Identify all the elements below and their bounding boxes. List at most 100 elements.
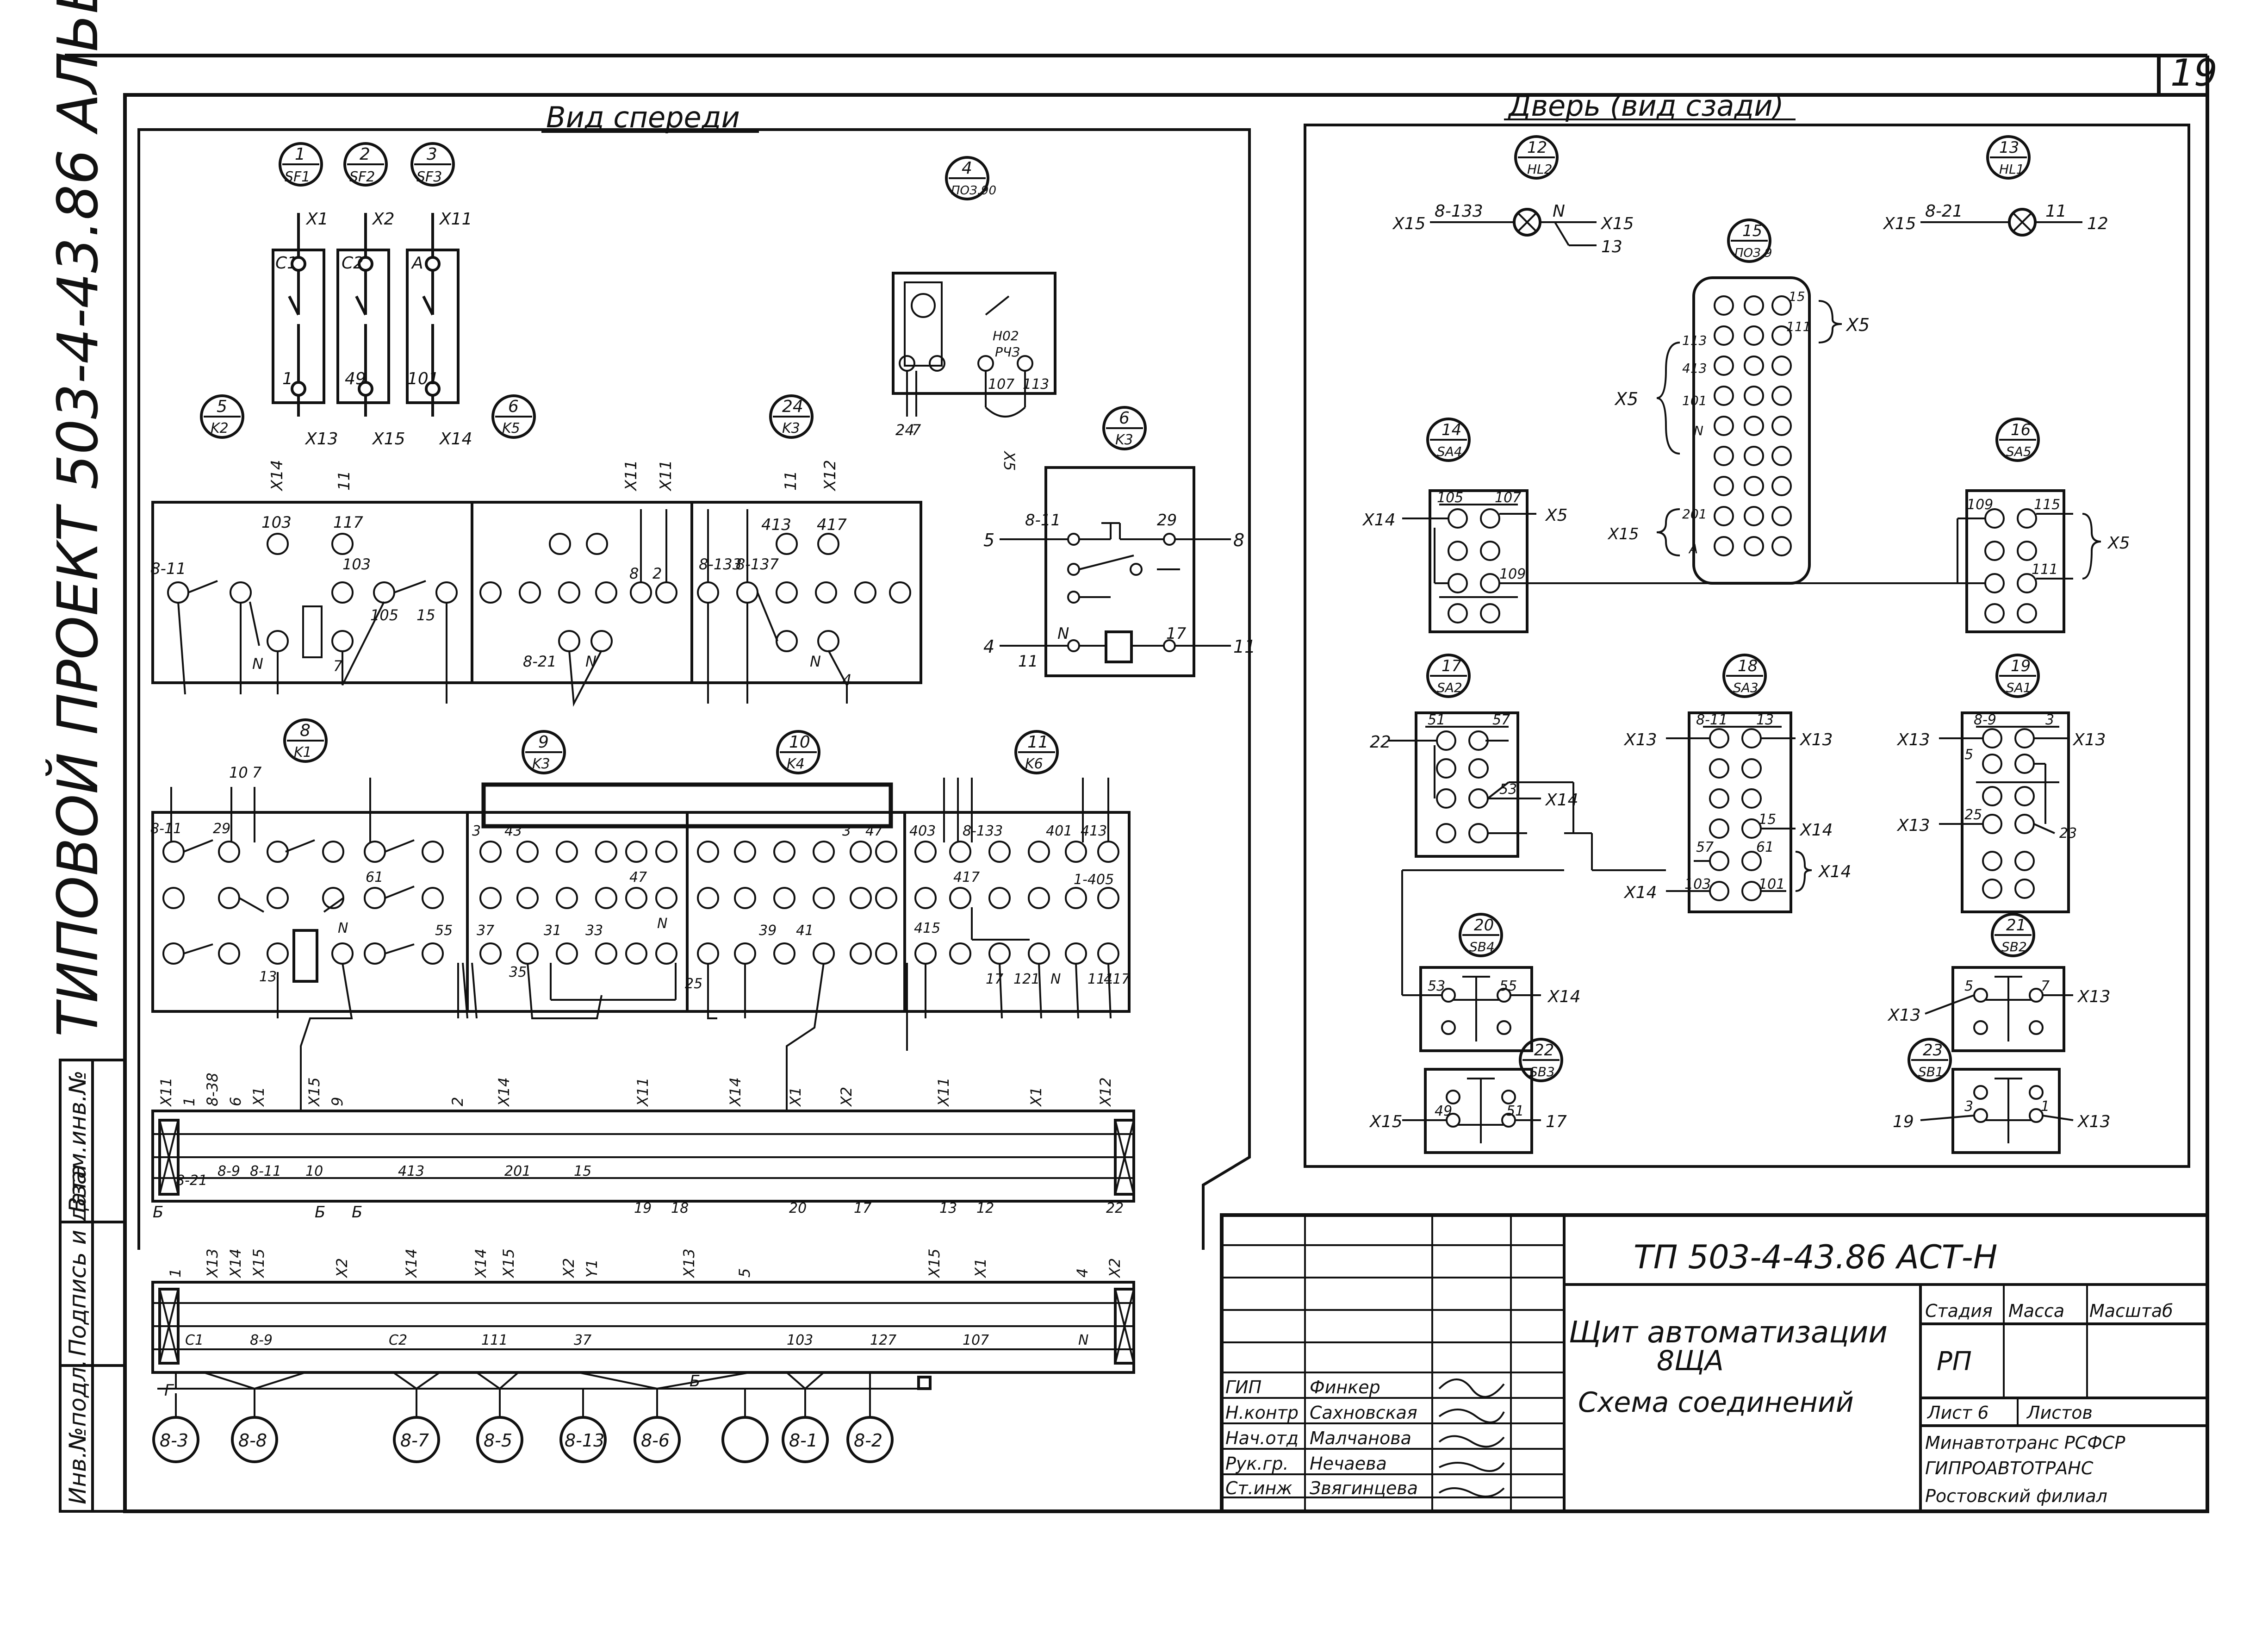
svg-text:5: 5 — [983, 530, 994, 550]
svg-text:X13: X13 — [1896, 730, 1930, 749]
thermo-relay: 5 8-11 29 8 4 11 N 17 11 — [983, 466, 1255, 677]
svg-text:N: N — [1078, 1332, 1088, 1348]
svg-text:X15: X15 — [372, 430, 405, 449]
svg-text:X14: X14 — [1545, 791, 1578, 810]
cable-tag-8-7: 8-7 — [393, 1416, 440, 1463]
svg-text:X15: X15 — [305, 1077, 323, 1107]
svg-text:8-13: 8-13 — [565, 1430, 604, 1451]
svg-text:4: 4 — [983, 636, 994, 657]
svg-text:ГИПРОАВТОТРАНС: ГИПРОАВТОТРАНС — [1925, 1458, 2094, 1478]
svg-text:X5: X5 — [1545, 506, 1568, 525]
svg-text:8-38: 8-38 — [204, 1073, 221, 1106]
svg-text:101: 101 — [1758, 876, 1785, 892]
svg-text:5: 5 — [1964, 978, 1973, 994]
svg-text:C2: C2 — [342, 254, 364, 273]
svg-text:9: 9 — [329, 1097, 346, 1106]
svg-text:49: 49 — [1435, 1103, 1452, 1119]
svg-text:413: 413 — [761, 516, 791, 534]
stage-value: РП — [1937, 1347, 1972, 1377]
svg-text:4: 4 — [962, 159, 972, 178]
svg-text:8-7: 8-7 — [400, 1430, 429, 1451]
svg-text:10: 10 — [305, 1163, 323, 1179]
svg-text:8: 8 — [300, 721, 311, 740]
svg-text:Сахновская: Сахновская — [1310, 1403, 1417, 1423]
svg-text:3: 3 — [1964, 1098, 1973, 1115]
svg-text:N: N — [338, 920, 348, 936]
svg-text:X12: X12 — [821, 460, 839, 492]
svg-text:51: 51 — [1428, 712, 1445, 728]
svg-text:K3: K3 — [782, 420, 800, 437]
svg-text:1: 1 — [167, 1268, 184, 1278]
cable-tag-8-2: 8-2 — [846, 1416, 894, 1463]
svg-text:51: 51 — [1506, 1103, 1524, 1119]
svg-text:33: 33 — [585, 923, 603, 939]
svg-text:X15: X15 — [926, 1248, 943, 1278]
svg-text:X11: X11 — [439, 210, 472, 229]
svg-text:X13: X13 — [204, 1248, 221, 1278]
svg-text:31: 31 — [544, 923, 561, 939]
svg-text:N: N — [1057, 624, 1069, 643]
svg-text:19: 19 — [1893, 1112, 1914, 1131]
svg-text:401: 401 — [1046, 823, 1072, 839]
svg-text:5: 5 — [1964, 747, 1973, 763]
svg-text:8-11: 8-11 — [150, 821, 182, 837]
svg-text:РЧЗ: РЧЗ — [995, 344, 1020, 360]
svg-text:N: N — [810, 653, 821, 670]
svg-text:X14: X14 — [403, 1248, 420, 1278]
svg-text:X14: X14 — [1623, 883, 1657, 902]
svg-text:11: 11 — [335, 471, 354, 491]
front-view-label: Вид спереди — [546, 100, 740, 134]
tag-3: 3 SF3 — [410, 142, 455, 187]
svg-text:13: 13 — [939, 1200, 957, 1216]
svg-text:Б: Б — [315, 1203, 325, 1222]
svg-text:N: N — [657, 916, 667, 932]
svg-text:19: 19 — [634, 1200, 652, 1216]
svg-text:N: N — [585, 653, 597, 670]
svg-text:12: 12 — [976, 1200, 994, 1216]
svg-text:Рук.гр.: Рук.гр. — [1225, 1453, 1289, 1474]
svg-text:20: 20 — [1474, 916, 1494, 935]
svg-text:13: 13 — [1756, 712, 1774, 728]
pushbutton-sb3: 49 51 X15 17 — [1369, 1068, 1567, 1154]
svg-text:24: 24 — [782, 397, 803, 416]
svg-text:8-21: 8-21 — [176, 1172, 207, 1189]
svg-text:X14: X14 — [727, 1077, 744, 1107]
svg-text:X14: X14 — [227, 1248, 244, 1278]
svg-text:X1: X1 — [972, 1258, 989, 1278]
svg-text:11: 11 — [1018, 652, 1038, 671]
svg-text:Н02: Н02 — [993, 328, 1019, 343]
svg-text:X5: X5 — [1845, 315, 1870, 335]
svg-text:11: 11 — [782, 471, 800, 491]
svg-text:413: 413 — [1682, 361, 1707, 376]
title-block: ТП 503-4-43.86 АСТ-Н Щит автоматизации 8… — [1220, 1213, 2209, 1513]
terminal-block-lower: C1 8-9 C2 111 37 103 127 107 N Б Г — [151, 1281, 1135, 1400]
svg-text:47: 47 — [865, 823, 883, 839]
svg-text:X14: X14 — [472, 1248, 490, 1278]
svg-text:19: 19 — [2011, 657, 2031, 675]
svg-text:5: 5 — [217, 397, 227, 416]
breaker-sf3: X11 A 101 X14 — [406, 210, 472, 449]
svg-text:X15: X15 — [1369, 1112, 1402, 1131]
svg-text:2: 2 — [652, 565, 662, 582]
vertical-project-title: ТИПОВОЙ ПРОЕКТ 503-4-43.86 АЛЬБОМ V — [46, 0, 111, 1037]
signature-4 — [1439, 1462, 1505, 1472]
svg-text:1: 1 — [282, 369, 293, 388]
svg-text:HL2: HL2 — [1527, 162, 1552, 177]
svg-text:24: 24 — [895, 421, 914, 439]
svg-text:103: 103 — [261, 513, 292, 532]
svg-text:7: 7 — [912, 421, 921, 439]
signature-5 — [1438, 1487, 1505, 1497]
tag-24: 24 K3 — [769, 394, 814, 439]
svg-text:12: 12 — [1527, 138, 1547, 157]
svg-text:Г: Г — [164, 1381, 174, 1400]
svg-text:8-9: 8-9 — [217, 1163, 240, 1179]
svg-text:Стадия: Стадия — [1925, 1301, 1993, 1321]
svg-text:SA3: SA3 — [1733, 680, 1758, 695]
svg-text:Нач.отд: Нач.отд — [1225, 1428, 1299, 1448]
svg-text:SB4: SB4 — [1469, 939, 1495, 954]
svg-text:7: 7 — [333, 657, 343, 675]
svg-text:103: 103 — [787, 1332, 813, 1348]
